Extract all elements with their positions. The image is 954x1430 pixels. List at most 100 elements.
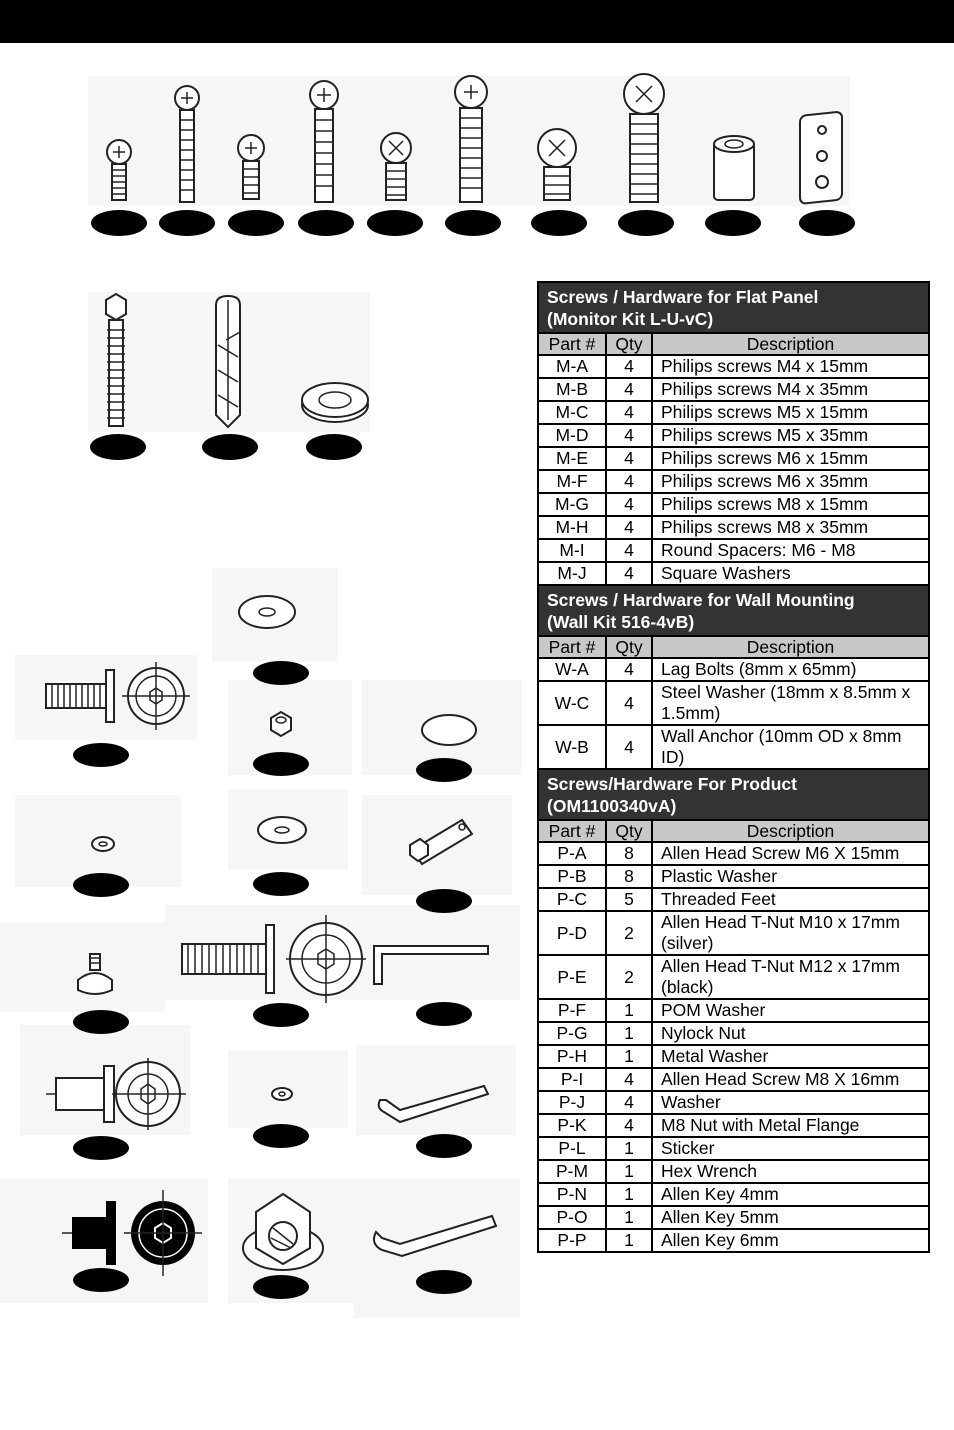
description: Plastic Washer bbox=[651, 864, 930, 889]
label-oval bbox=[618, 210, 674, 236]
quantity: 2 bbox=[605, 910, 653, 956]
label-oval bbox=[253, 872, 309, 896]
quantity: 2 bbox=[605, 954, 653, 1000]
description: Allen Head T-Nut M10 x 17mm (silver) bbox=[651, 910, 930, 956]
threaded-feet-icon bbox=[77, 953, 113, 995]
nylock-nut-icon bbox=[270, 710, 292, 738]
screw-m-g-icon bbox=[537, 128, 577, 201]
label-oval bbox=[253, 1003, 309, 1027]
description: Allen Key 4mm bbox=[651, 1182, 930, 1207]
description: Philips screws M6 x 15mm bbox=[651, 446, 930, 471]
section-title-line2: (OM1100340vA) bbox=[547, 796, 677, 816]
label-oval bbox=[531, 210, 587, 236]
screw-m-b-icon bbox=[174, 85, 200, 203]
header-part: Part # bbox=[537, 332, 607, 356]
part-number: M-J bbox=[537, 561, 607, 586]
part-number: M-B bbox=[537, 377, 607, 402]
washer-icon bbox=[257, 816, 307, 844]
label-oval bbox=[253, 1275, 309, 1299]
quantity: 1 bbox=[605, 1159, 653, 1184]
description: Philips screws M4 x 15mm bbox=[651, 354, 930, 379]
t-nut-m12-icon bbox=[46, 1058, 186, 1130]
quantity: 4 bbox=[605, 1113, 653, 1138]
description: Philips screws M5 x 15mm bbox=[651, 400, 930, 425]
quantity: 4 bbox=[605, 400, 653, 425]
description: Washer bbox=[651, 1090, 930, 1115]
part-number: P-O bbox=[537, 1205, 607, 1230]
small-washer-icon bbox=[271, 1087, 293, 1101]
quantity: 4 bbox=[605, 657, 653, 682]
description: Philips screws M8 x 15mm bbox=[651, 492, 930, 517]
hex-wrench-icon bbox=[409, 818, 474, 866]
screw-m-d-icon bbox=[309, 80, 339, 203]
label-oval bbox=[73, 1136, 129, 1160]
description: Philips screws M4 x 35mm bbox=[651, 377, 930, 402]
screw-m-f-icon bbox=[454, 75, 488, 203]
label-oval bbox=[416, 1002, 472, 1026]
label-oval bbox=[416, 1134, 472, 1158]
section-title: Screws/Hardware For Product(OM1100340vA) bbox=[537, 768, 930, 821]
screw-m-h-icon bbox=[623, 73, 665, 203]
quantity: 4 bbox=[605, 724, 653, 770]
part-number: P-K bbox=[537, 1113, 607, 1138]
quantity: 1 bbox=[605, 1136, 653, 1161]
part-number: M-D bbox=[537, 423, 607, 448]
allen-key-4mm-icon bbox=[373, 945, 489, 985]
part-number: P-E bbox=[537, 954, 607, 1000]
description: Philips screws M6 x 35mm bbox=[651, 469, 930, 494]
label-oval bbox=[73, 1010, 129, 1034]
section-title-line1: Screws / Hardware for Wall Mounting bbox=[547, 590, 855, 610]
label-oval bbox=[253, 661, 309, 685]
quantity: 4 bbox=[605, 469, 653, 494]
section-title: Screws / Hardware for Wall Mounting(Wall… bbox=[537, 584, 930, 637]
quantity: 4 bbox=[605, 680, 653, 726]
label-oval bbox=[416, 889, 472, 913]
description: Allen Key 5mm bbox=[651, 1205, 930, 1230]
part-number: M-H bbox=[537, 515, 607, 540]
lag-bolt-w-a-icon bbox=[105, 292, 127, 427]
header-description: Description bbox=[651, 332, 930, 356]
label-oval bbox=[253, 1124, 309, 1148]
quantity: 4 bbox=[605, 446, 653, 471]
description: Wall Anchor (10mm OD x 8mm ID) bbox=[651, 724, 930, 770]
description: Round Spacers: M6 - M8 bbox=[651, 538, 930, 563]
pom-washer-icon bbox=[421, 714, 477, 746]
part-number: W-B bbox=[537, 724, 607, 770]
section-title-line1: Screws/Hardware For Product bbox=[547, 774, 797, 794]
flange-nut-icon bbox=[242, 1192, 324, 1271]
description: Sticker bbox=[651, 1136, 930, 1161]
header-qty: Qty bbox=[605, 332, 653, 356]
description: M8 Nut with Metal Flange bbox=[651, 1113, 930, 1138]
part-number: P-A bbox=[537, 841, 607, 866]
section-title: Screws / Hardware for Flat Panel(Monitor… bbox=[537, 281, 930, 334]
section-title-line1: Screws / Hardware for Flat Panel bbox=[547, 287, 819, 307]
description: Allen Head Screw M6 X 15mm bbox=[651, 841, 930, 866]
header-part: Part # bbox=[537, 819, 607, 843]
screw-m-a-icon bbox=[106, 139, 132, 201]
label-oval bbox=[202, 434, 258, 460]
quantity: 1 bbox=[605, 998, 653, 1023]
header-description: Description bbox=[651, 819, 930, 843]
label-oval bbox=[367, 210, 423, 236]
plastic-washer-icon bbox=[91, 836, 115, 852]
steel-washer-w-c-icon bbox=[301, 382, 369, 423]
part-number: M-F bbox=[537, 469, 607, 494]
part-number: P-B bbox=[537, 864, 607, 889]
